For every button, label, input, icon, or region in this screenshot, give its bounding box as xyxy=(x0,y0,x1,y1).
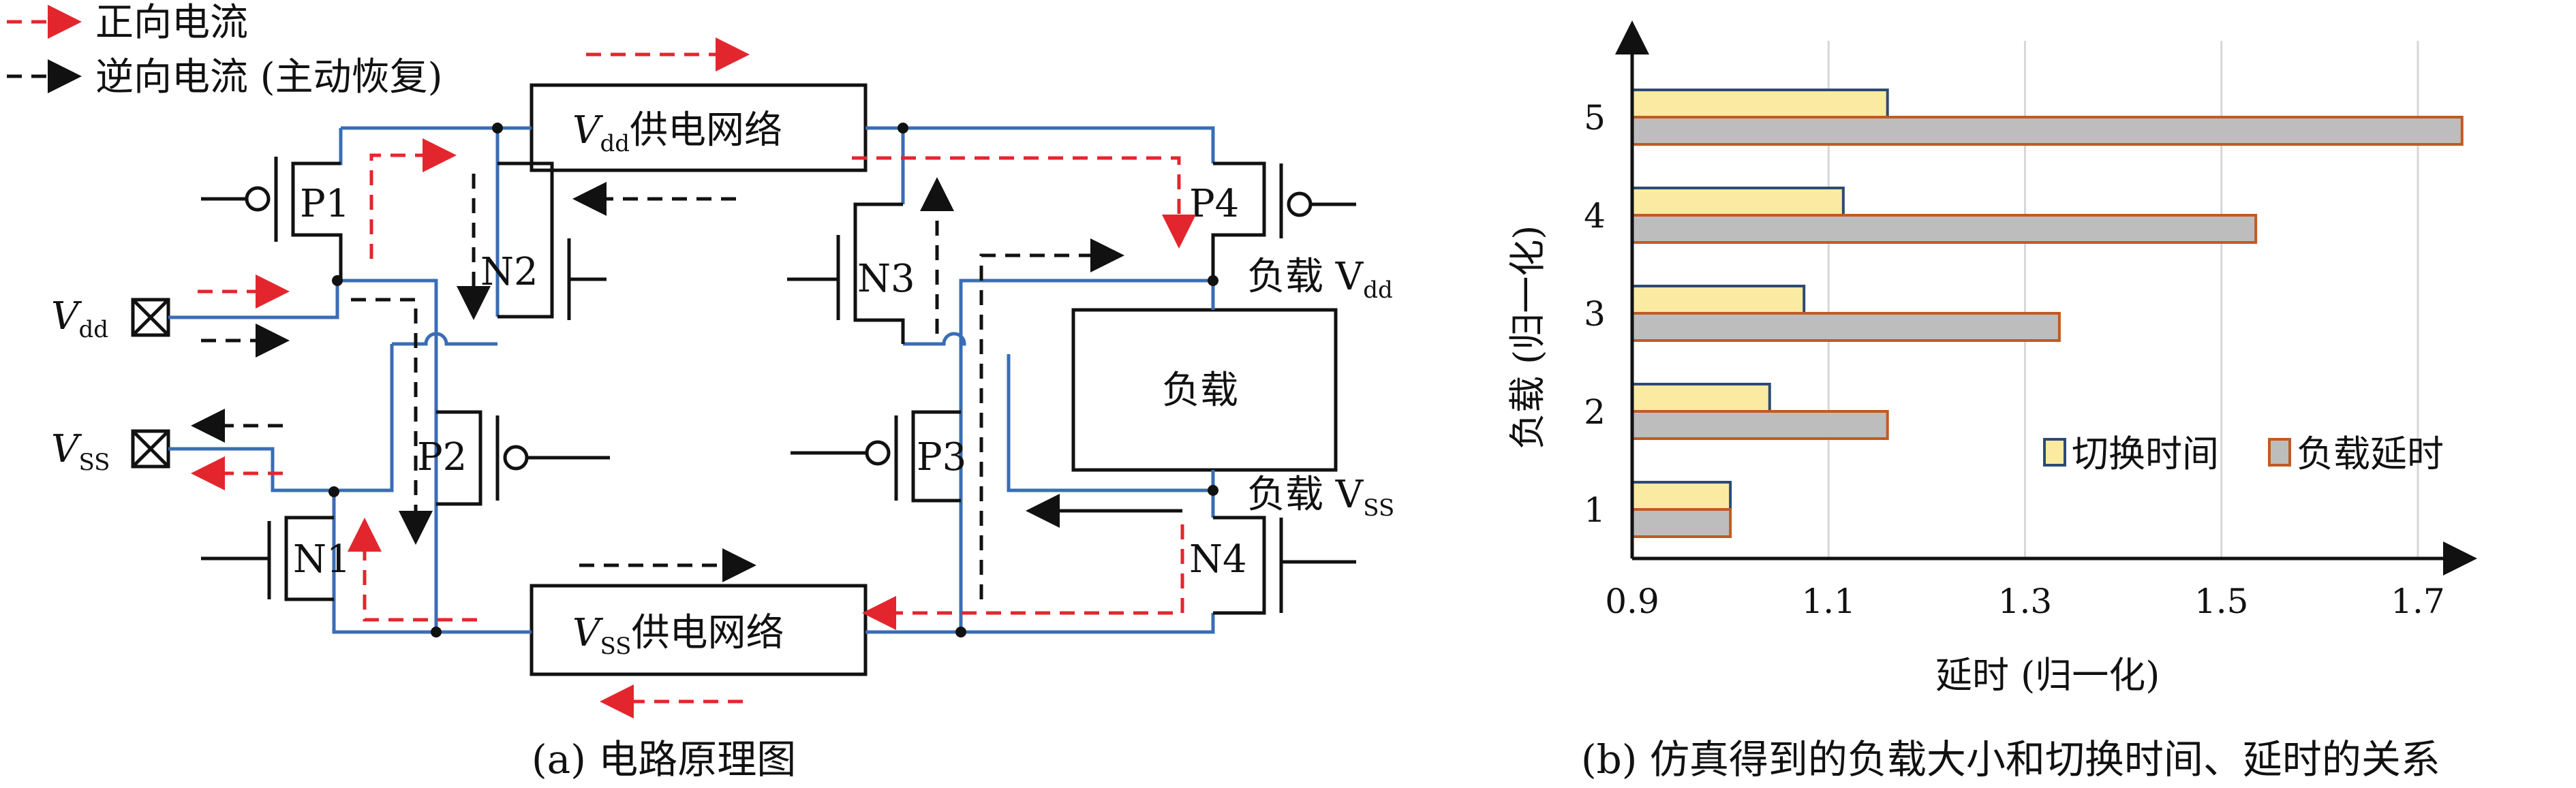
reverse-current-legend-label: 逆向电流 (主动恢复) xyxy=(95,55,443,99)
chart-x-tick-label: 1.3 xyxy=(1998,582,2053,621)
legend-swatch-load-delay xyxy=(2268,438,2291,467)
chart-y-tick-label: 5 xyxy=(1584,98,1606,138)
vss-pad xyxy=(131,429,170,469)
chart-bar-load-delay xyxy=(1631,312,2061,342)
svg-text:P4: P4 xyxy=(1189,182,1239,226)
chart-bar-switch-time xyxy=(1631,187,1845,217)
chart-x-tick-label: 1.1 xyxy=(1801,582,1856,621)
vss-pad-label: VSS xyxy=(51,427,110,476)
chart-bar-load-delay xyxy=(1631,116,2464,146)
svg-text:P3: P3 xyxy=(917,435,966,479)
chart-legend: 切换时间 负载延时 xyxy=(2043,432,2444,475)
chart-x-tick-label: 1.7 xyxy=(2391,582,2445,621)
chart-y-tick-label: 4 xyxy=(1584,196,1606,236)
svg-text:N4: N4 xyxy=(1189,537,1247,582)
svg-text:N2: N2 xyxy=(480,250,538,294)
chart-x-tick-labels: 0.9 1.1 1.3 1.5 1.7 xyxy=(1605,582,2444,621)
vss-network-label: VSS供电网络 xyxy=(572,611,784,660)
vdd-pad-label: Vdd xyxy=(51,294,108,343)
transistor-p3: P3 xyxy=(791,410,966,503)
load-label: 负载 xyxy=(1162,368,1238,413)
diagram-caption: (a) 电路原理图 xyxy=(532,736,796,783)
chart-y-axis-label: 负载 (归一化) xyxy=(1506,225,1549,450)
svg-text:P1: P1 xyxy=(300,182,350,226)
transistor-p2: P2 xyxy=(417,410,610,506)
chart-y-tick-label: 3 xyxy=(1584,294,1606,334)
transistor-p1: P1 xyxy=(201,157,350,281)
chart-y-tick-label: 2 xyxy=(1584,392,1606,432)
load-vss-label: 负载 VSS xyxy=(1247,473,1394,522)
junction-dots xyxy=(328,123,1218,637)
chart-bar-switch-time xyxy=(1631,383,1771,413)
legend-label-switch-time: 切换时间 xyxy=(2072,432,2219,475)
transistor-p4: P4 xyxy=(1189,161,1356,281)
chart-x-tick-label: 0.9 xyxy=(1605,582,1659,621)
forward-current-legend-label: 正向电流 xyxy=(95,1,248,45)
transistor-n1: N1 xyxy=(201,516,351,601)
forward-current-paths xyxy=(191,37,1196,719)
legend-label-load-delay: 负载延时 xyxy=(2297,432,2444,475)
svg-text:P2: P2 xyxy=(417,435,467,479)
chart-bar-load-delay xyxy=(1631,214,2258,244)
chart-x-axis-label: 延时 (归一化) xyxy=(1935,654,2160,697)
svg-text:N1: N1 xyxy=(293,537,351,582)
chart-bar-switch-time xyxy=(1631,285,1806,315)
load-box xyxy=(1071,308,1338,472)
svg-text:N3: N3 xyxy=(857,257,915,301)
diagram-legend: 正向电流 逆向电流 (主动恢复) xyxy=(7,1,443,99)
reverse-current-paths xyxy=(191,174,1182,599)
chart-caption: (b) 仿真得到的负载大小和切换时间、延时的关系 xyxy=(1581,736,2440,783)
vss-network-box xyxy=(530,584,868,676)
chart-bar-load-delay xyxy=(1631,508,1732,538)
transistor-n3: N3 xyxy=(787,202,915,344)
circuit-wires xyxy=(168,126,1215,634)
vdd-network-label: Vdd供电网络 xyxy=(572,108,782,157)
transistor-n4: N4 xyxy=(1189,516,1356,615)
chart-x-tick-label: 1.5 xyxy=(2194,582,2249,621)
transistor-n2: N2 xyxy=(480,161,607,320)
chart-bar-switch-time xyxy=(1631,481,1732,511)
vdd-pad xyxy=(131,298,170,337)
chart-y-tick-labels: 1 2 3 4 5 xyxy=(1584,98,1606,530)
chart-bar-switch-time xyxy=(1631,89,1889,119)
legend-swatch-switch-time xyxy=(2043,438,2066,467)
load-vdd-label: 负载 Vdd xyxy=(1247,255,1393,304)
circuit-diagram: 正向电流 逆向电流 (主动恢复) Vdd供电网络 VSS供电网络 负载 Vdd … xyxy=(7,1,1394,783)
chart-y-tick-label: 1 xyxy=(1584,490,1606,530)
chart-bar-load-delay xyxy=(1631,410,1889,440)
